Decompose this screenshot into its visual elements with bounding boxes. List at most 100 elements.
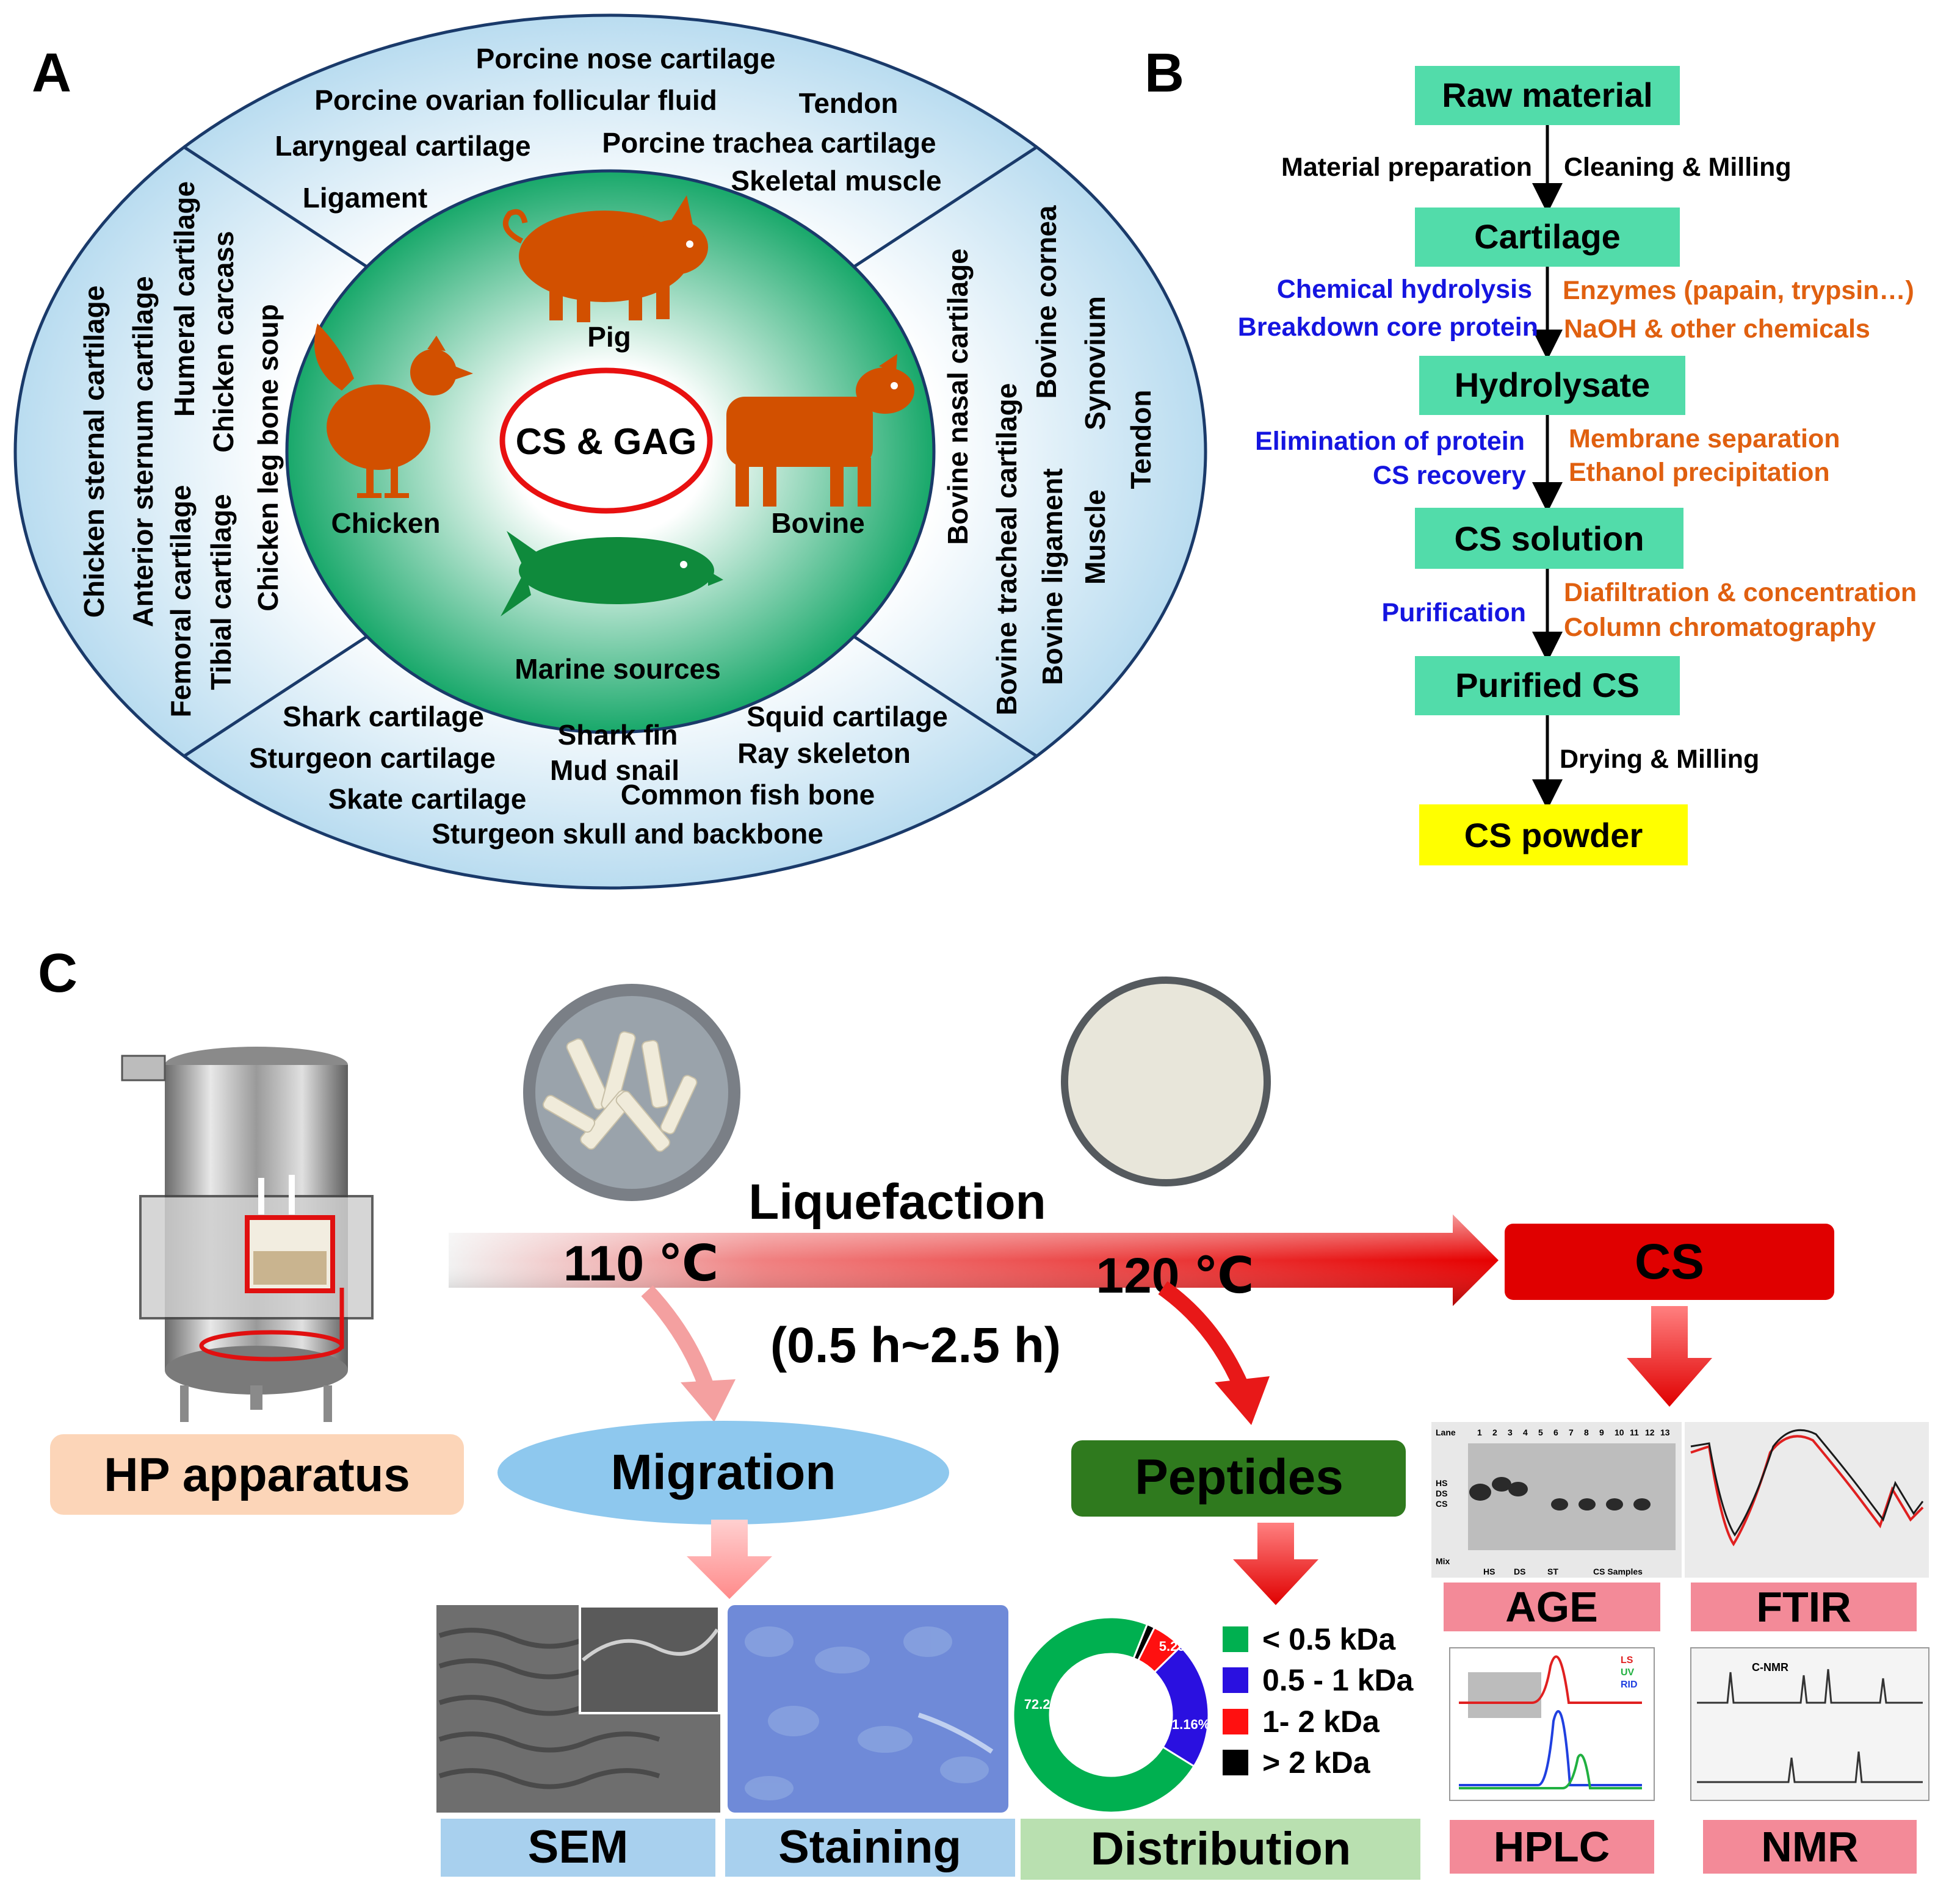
curve-arrow-peptides-head xyxy=(1215,1376,1270,1425)
legend-swatch-0 xyxy=(1223,1626,1248,1652)
note-column-chromatography: Column chromatography xyxy=(1564,613,1876,642)
donut-slice-0 xyxy=(1012,1616,1196,1814)
panel-b-label: B xyxy=(1145,43,1184,104)
fish-icon xyxy=(501,531,723,616)
step-box-cs-powder xyxy=(1419,804,1688,865)
age-lane-3: 3 xyxy=(1508,1427,1513,1437)
source-porcine-tendon: Tendon xyxy=(799,87,899,119)
migration-box xyxy=(497,1421,949,1525)
source-common-fish-bone: Common fish bone xyxy=(621,779,875,810)
hp-apparatus-box xyxy=(50,1434,464,1515)
marine-label: Marine sources xyxy=(515,653,720,685)
migration-label: Migration xyxy=(611,1445,836,1500)
age-lane-10: 10 xyxy=(1615,1427,1624,1437)
source-anterior-sternum: Anterior sternum cartilage xyxy=(127,276,159,627)
staining-label: Staining xyxy=(778,1821,961,1873)
step-raw-material: Raw material xyxy=(1442,76,1653,114)
note-chemical-hydrolysis: Chemical hydrolysis xyxy=(1277,275,1532,304)
source-bovine-nasal: Bovine nasal cartilage xyxy=(942,248,974,545)
legend-label-0: < 0.5 kDa xyxy=(1262,1622,1396,1656)
donut-label-21: 21.16% xyxy=(1165,1717,1210,1732)
age-lane-1: 1 xyxy=(1477,1427,1482,1437)
panel-a-label: A xyxy=(32,43,71,104)
source-bovine-tendon: Tendon xyxy=(1125,390,1157,489)
chicken-label: Chicken xyxy=(331,507,441,539)
hplc-legend-rid: RID xyxy=(1621,1680,1638,1690)
nmr-image: C-NMR xyxy=(1690,1647,1929,1801)
source-ligament: Ligament xyxy=(303,182,427,214)
cs-label: CS xyxy=(1635,1234,1704,1290)
step-box-cs-solution xyxy=(1415,508,1683,569)
note-purification: Purification xyxy=(1381,598,1526,627)
age-lane-label: Lane xyxy=(1436,1427,1456,1437)
sem-image xyxy=(436,1605,720,1813)
chicken-sources: Chicken sternal cartilage Anterior stern… xyxy=(78,181,284,718)
age-lane-8: 8 xyxy=(1584,1427,1589,1437)
time-range-label: (0.5 h~2.5 h) xyxy=(770,1318,1061,1373)
bovine-icon xyxy=(726,354,914,507)
source-chicken-sternal: Chicken sternal cartilage xyxy=(78,286,110,618)
age-lane-5: 5 xyxy=(1538,1427,1543,1437)
donut-slice-1 xyxy=(1153,1645,1210,1768)
bovine-label: Bovine xyxy=(771,507,864,539)
donut-labels: 72.24% 21.16% 5.29% xyxy=(1024,1639,1210,1732)
source-bovine-tracheal: Bovine tracheal cartilage xyxy=(991,383,1022,716)
age-image: Lane 1 2 3 4 5 6 7 8 9 10 11 12 13 HS DS… xyxy=(1431,1422,1682,1578)
age-group-hs: HS xyxy=(1483,1567,1495,1576)
curve-arrow-peptides xyxy=(1158,1281,1249,1392)
note-cleaning-milling: Cleaning & Milling xyxy=(1564,153,1792,182)
nmr-title: C-NMR xyxy=(1752,1661,1788,1673)
source-skeletal-muscle: Skeletal muscle xyxy=(731,165,941,197)
distribution-donut-chart xyxy=(1012,1616,1210,1814)
legend-swatch-1 xyxy=(1223,1667,1248,1693)
age-group-st: ST xyxy=(1547,1567,1558,1576)
source-squid-cartilage: Squid cartilage xyxy=(747,701,948,732)
source-tibial: Tibial cartilage xyxy=(205,494,237,690)
source-porcine-nose: Porcine nose cartilage xyxy=(476,43,776,74)
panel-c-label: C xyxy=(38,943,78,1004)
cartilage-dish-photo xyxy=(523,984,740,1201)
age-label: AGE xyxy=(1505,1583,1598,1631)
panel-c: C HP apparatus xyxy=(38,943,1929,1880)
hp-apparatus-label: HP apparatus xyxy=(104,1448,410,1501)
source-chicken-carcass: Chicken carcass xyxy=(208,231,239,452)
age-lane-4: 4 xyxy=(1523,1427,1528,1437)
note-ethanol-precipitation: Ethanol precipitation xyxy=(1569,458,1830,487)
age-lane-11: 11 xyxy=(1630,1427,1639,1437)
step-box-hydrolysate xyxy=(1419,356,1685,415)
panel-a: A CS & GAG Pig xyxy=(13,13,1207,890)
hp-apparatus-image xyxy=(121,1047,374,1422)
bovine-sources: Bovine nasal cartilage Bovine tracheal c… xyxy=(942,205,1157,715)
step-box-raw-material xyxy=(1415,66,1680,125)
source-bovine-cornea: Bovine cornea xyxy=(1030,205,1062,399)
pig-sources: Porcine nose cartilage Porcine ovarian f… xyxy=(275,43,941,214)
nmr-label: NMR xyxy=(1761,1823,1858,1871)
step-cartilage: Cartilage xyxy=(1474,217,1621,256)
hplc-legend-ls: LS xyxy=(1621,1655,1633,1666)
peptides-down-arrow xyxy=(1233,1523,1318,1605)
step-cs-solution: CS solution xyxy=(1454,519,1644,558)
source-muscle: Muscle xyxy=(1079,489,1111,585)
source-skate-cartilage: Skate cartilage xyxy=(328,783,527,815)
source-ray-skeleton: Ray skeleton xyxy=(737,737,911,769)
source-sturgeon-skull: Sturgeon skull and backbone xyxy=(432,818,823,850)
age-marker-ds: DS xyxy=(1436,1489,1447,1498)
age-group-cs: CS Samples xyxy=(1593,1567,1643,1576)
nmr-box xyxy=(1703,1820,1917,1874)
source-mud-snail: Mud snail xyxy=(550,754,679,786)
note-cs-recovery: CS recovery xyxy=(1373,461,1526,490)
center-oval xyxy=(499,367,713,514)
ftir-box xyxy=(1691,1583,1917,1631)
source-synovium: Synovium xyxy=(1079,296,1111,430)
cs-down-arrow xyxy=(1627,1306,1712,1407)
donut-label-5: 5.29% xyxy=(1159,1639,1197,1654)
age-lane-2: 2 xyxy=(1492,1427,1497,1437)
source-laryngeal: Laryngeal cartilage xyxy=(275,130,530,162)
distribution-box xyxy=(1021,1819,1420,1880)
peptides-box xyxy=(1071,1440,1406,1517)
legend-label-1: 0.5 - 1 kDa xyxy=(1262,1663,1414,1697)
step-hydrolysate: Hydrolysate xyxy=(1455,366,1651,404)
hplc-legend-uv: UV xyxy=(1621,1667,1635,1678)
liquefaction-label: Liquefaction xyxy=(748,1174,1046,1230)
